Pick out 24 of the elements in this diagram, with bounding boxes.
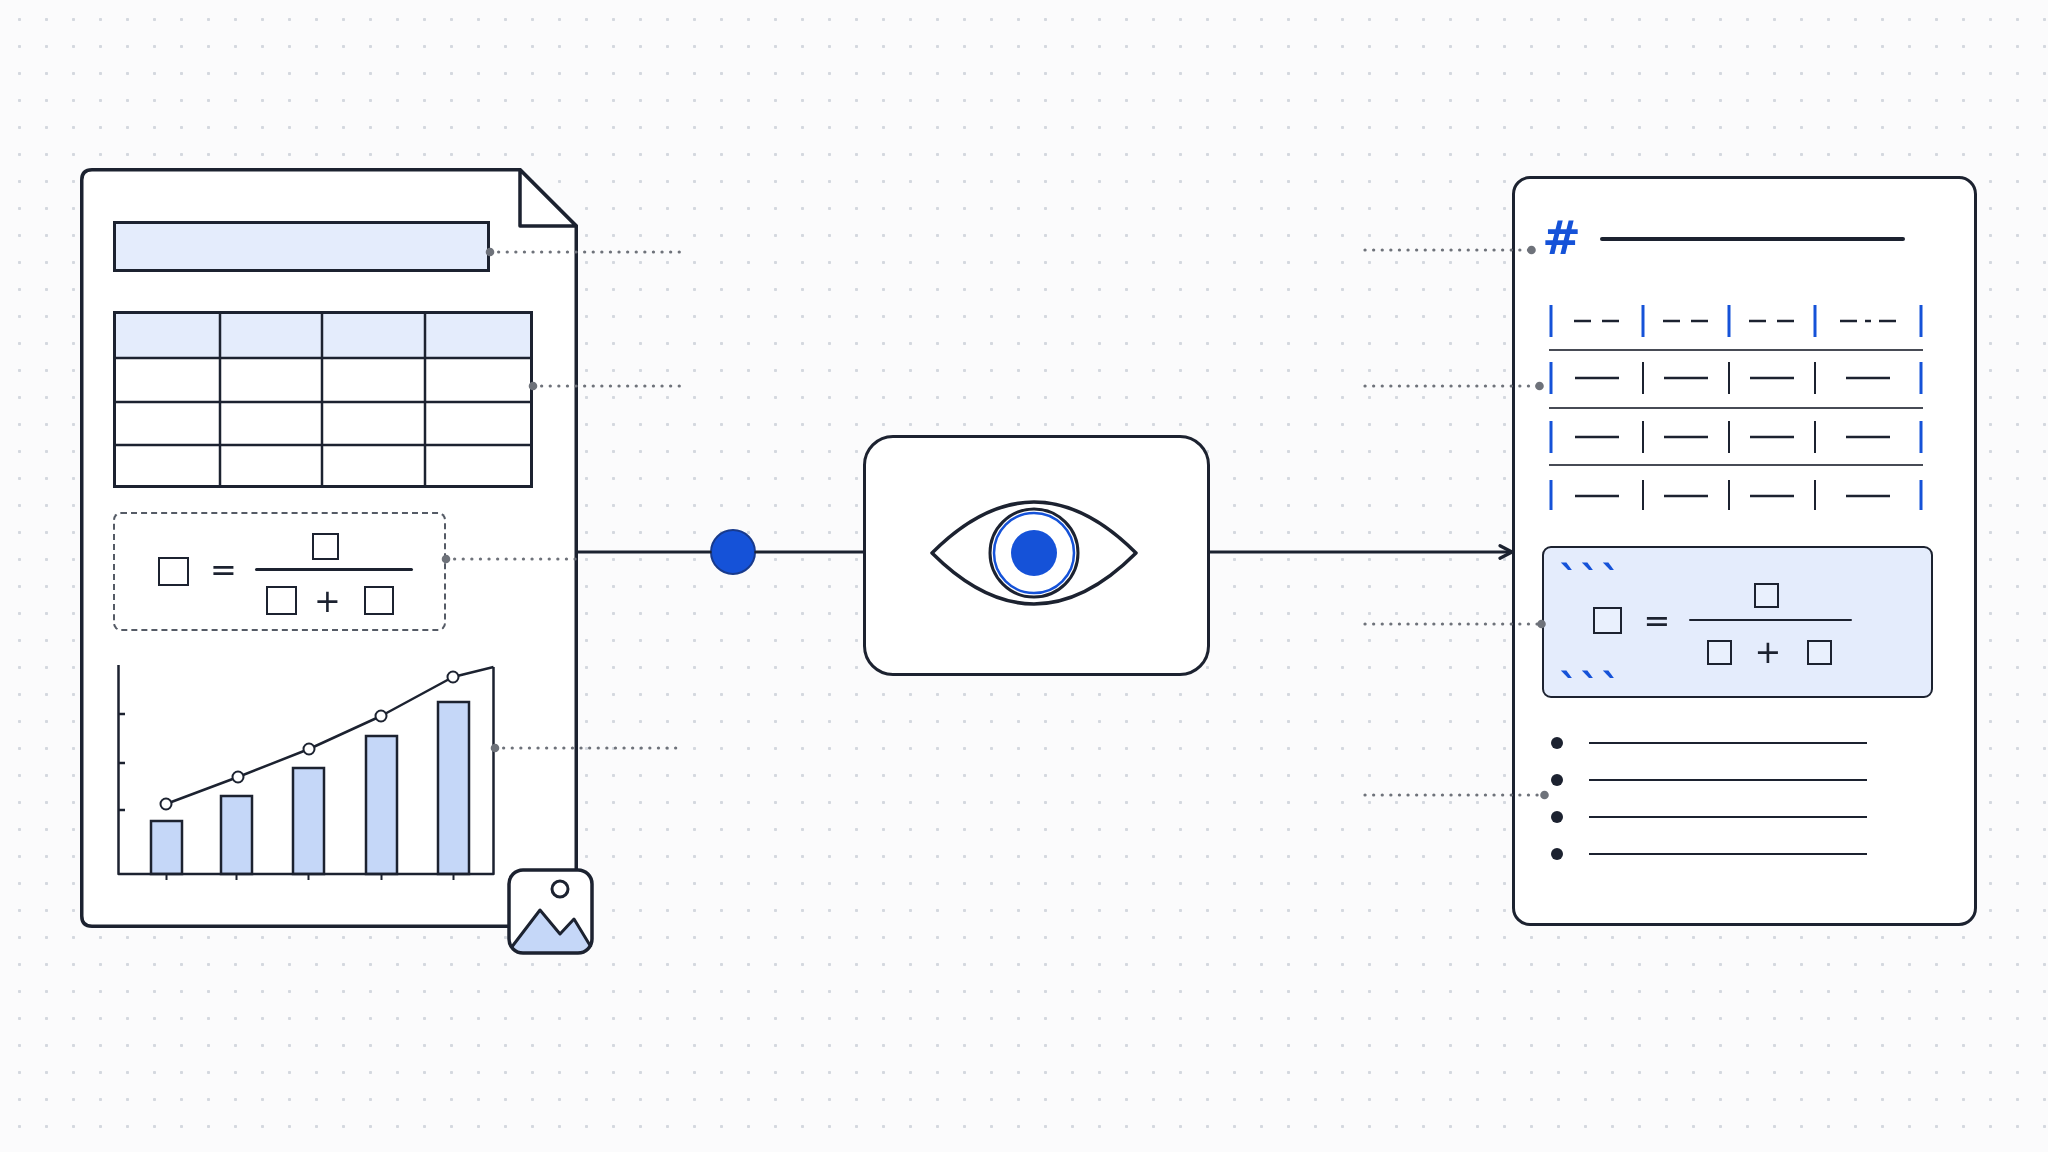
arrow <box>1208 544 1514 560</box>
code-fence: ``` <box>1559 561 1622 575</box>
document-page <box>1512 176 1977 926</box>
leader-line <box>1363 245 1536 255</box>
leader-line <box>1363 790 1549 800</box>
leader-line <box>1363 619 1546 629</box>
equals-sign: = <box>1643 605 1671 637</box>
plus-sign: + <box>1754 636 1782 668</box>
formula-block <box>113 512 446 631</box>
connector-line <box>754 550 865 554</box>
junction-dot <box>710 529 756 575</box>
code-block <box>1541 545 1933 698</box>
title-bar <box>113 221 490 272</box>
leader-line <box>528 381 682 391</box>
connector-line <box>576 550 712 554</box>
leader-line <box>441 554 578 564</box>
table <box>113 311 533 488</box>
leader-line <box>485 247 682 257</box>
leader-line <box>1363 381 1544 391</box>
plus-sign: + <box>314 584 341 617</box>
heading-mark: # <box>1542 214 1581 261</box>
equals-sign: = <box>210 553 237 586</box>
code-fence: ``` <box>1559 669 1622 683</box>
process-box <box>863 435 1210 676</box>
